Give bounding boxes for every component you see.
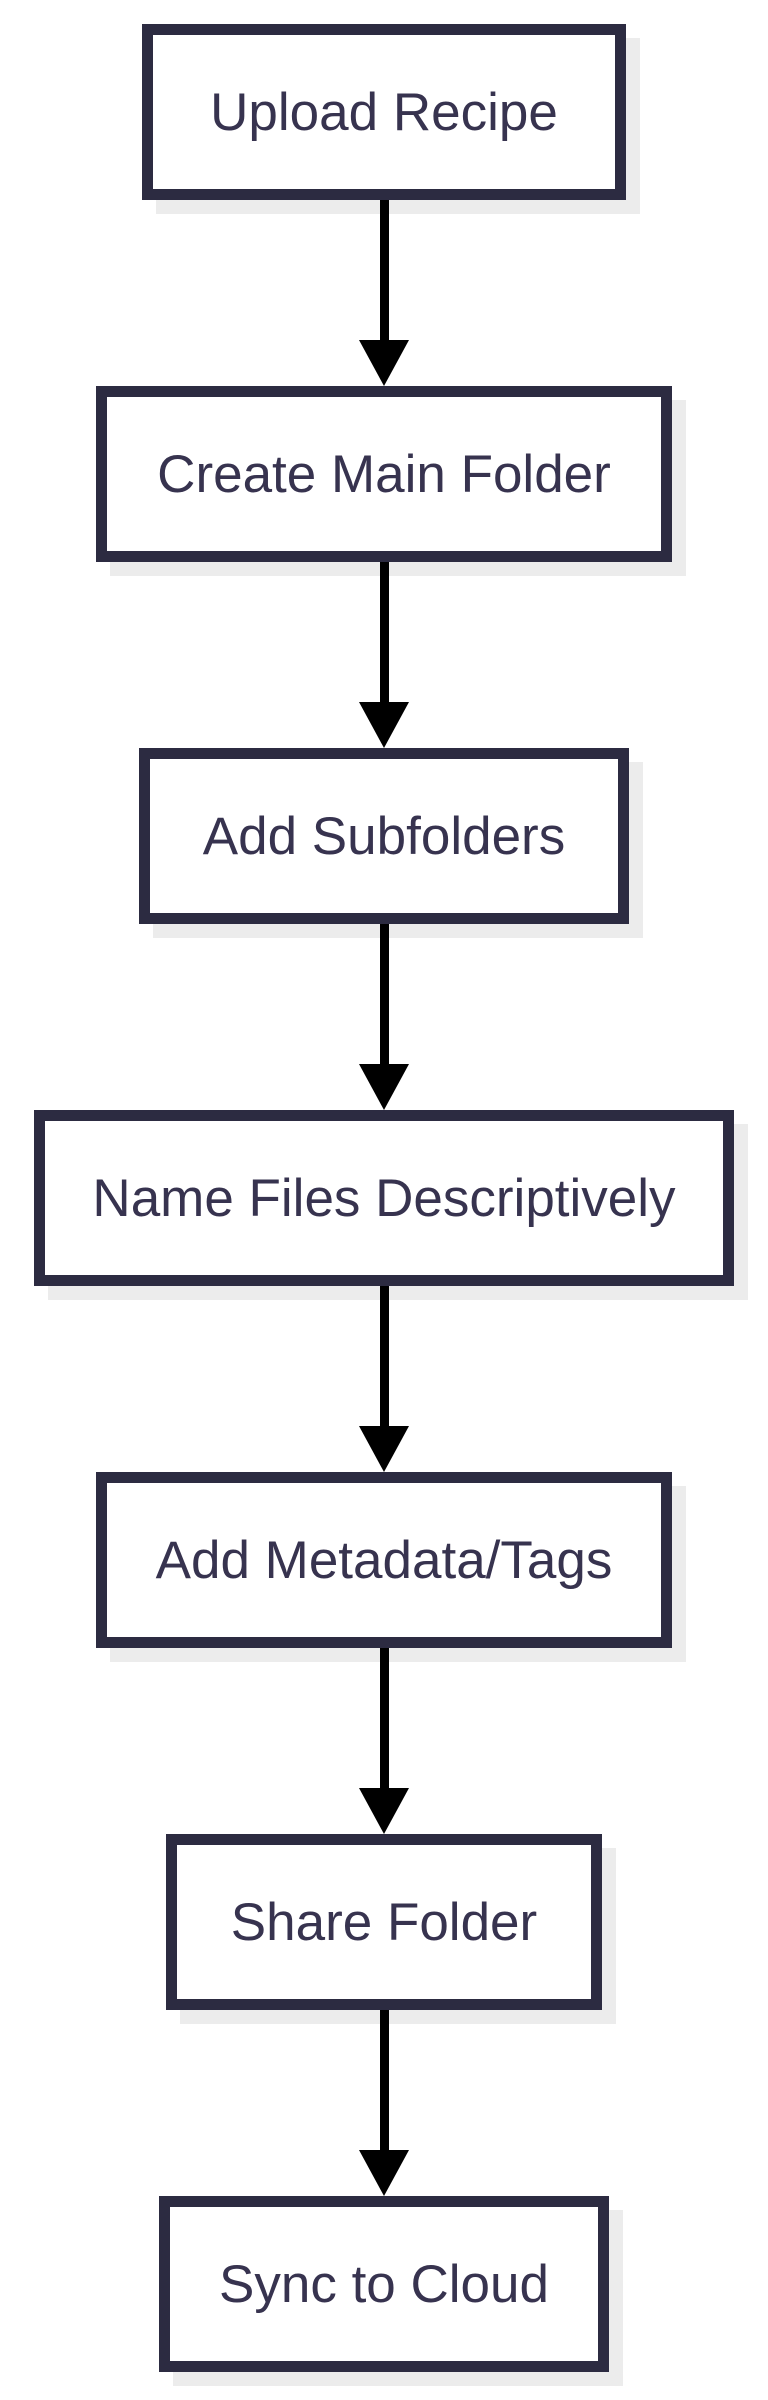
arrow-head-icon — [359, 1064, 409, 1110]
arrow-down-4 — [359, 1286, 409, 1472]
flow-node-name-files-descriptively: Name Files Descriptively — [34, 1110, 734, 1286]
flow-node-sync-to-cloud: Sync to Cloud — [159, 2196, 609, 2372]
arrow-shaft — [379, 562, 389, 702]
arrow-shaft — [379, 924, 389, 1064]
node-label: Name Files Descriptively — [92, 1168, 676, 1228]
arrow-down-6 — [359, 2010, 409, 2196]
arrow-shaft — [379, 200, 389, 340]
flow-node-add-subfolders: Add Subfolders — [139, 748, 629, 924]
node-label: Create Main Folder — [157, 444, 611, 504]
arrow-shaft — [379, 1648, 389, 1788]
arrow-head-icon — [359, 1426, 409, 1472]
arrow-shaft — [379, 1286, 389, 1426]
flow-node-upload-recipe: Upload Recipe — [142, 24, 626, 200]
arrow-down-1 — [359, 200, 409, 386]
arrow-down-5 — [359, 1648, 409, 1834]
flow-node-share-folder: Share Folder — [166, 1834, 602, 2010]
arrow-head-icon — [359, 340, 409, 386]
arrow-head-icon — [359, 1788, 409, 1834]
arrow-shaft — [379, 2010, 389, 2150]
arrow-head-icon — [359, 2150, 409, 2196]
node-label: Upload Recipe — [210, 82, 558, 142]
arrow-down-2 — [359, 562, 409, 748]
arrow-down-3 — [359, 924, 409, 1110]
node-label: Share Folder — [230, 1892, 538, 1952]
flow-node-add-metadata-tags: Add Metadata/Tags — [96, 1472, 672, 1648]
node-label: Add Metadata/Tags — [155, 1530, 613, 1590]
flow-node-create-main-folder: Create Main Folder — [96, 386, 672, 562]
node-label: Sync to Cloud — [219, 2254, 549, 2314]
node-label: Add Subfolders — [202, 806, 566, 866]
arrow-head-icon — [359, 702, 409, 748]
